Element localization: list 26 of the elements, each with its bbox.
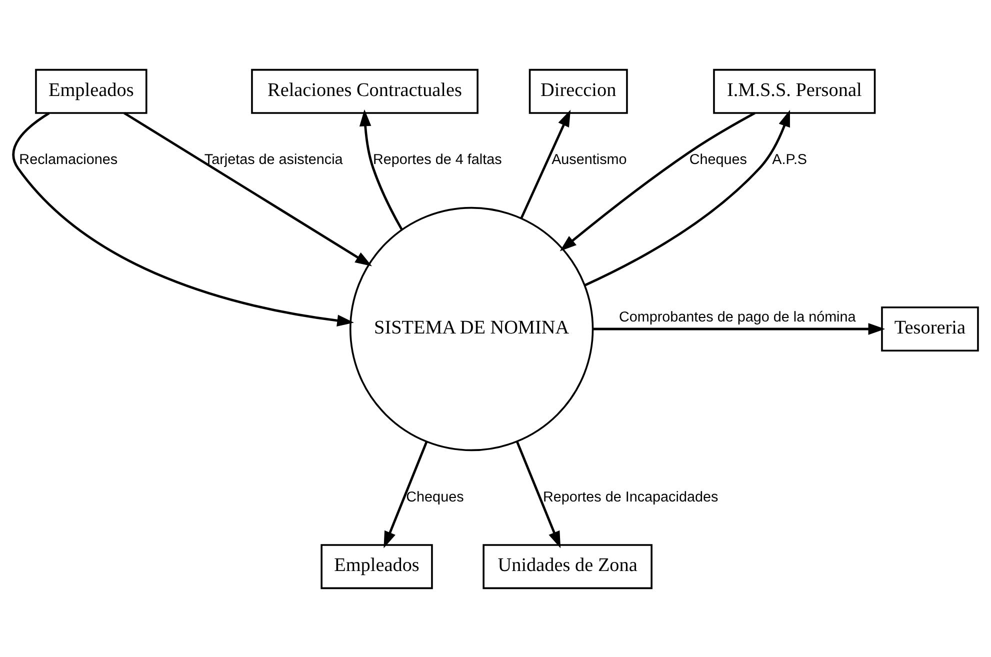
arrow xyxy=(584,109,790,286)
arrow xyxy=(560,112,756,251)
node-box: Direccion xyxy=(528,68,628,114)
arrow xyxy=(384,440,428,548)
edge-label: Reportes de Incapacidades xyxy=(542,488,718,505)
arrow xyxy=(12,112,354,326)
node-box: Unidades de Zona xyxy=(482,544,652,589)
edge-label: Cheques xyxy=(406,488,464,505)
arrow xyxy=(516,440,561,548)
edge-label: Cheques xyxy=(689,152,747,168)
node-box: Empleados xyxy=(35,68,148,114)
edge-label: Comprobantes de pago de la nómina xyxy=(618,308,856,325)
edge-label: Reclamaciones xyxy=(19,152,118,168)
node-box: Tesoreria xyxy=(881,306,979,351)
edge-label: Tarjetas de asistencia xyxy=(204,152,343,168)
node-box: I.M.S.S. Personal xyxy=(713,68,876,114)
edge-label: Reportes de 4 faltas xyxy=(372,152,502,168)
edge-label: Ausentismo xyxy=(552,152,627,168)
edge-label: A.P.S xyxy=(772,152,808,168)
node-circle: SISTEMA DE NOMINA xyxy=(349,206,594,451)
arrow xyxy=(124,112,372,266)
arrow xyxy=(359,108,403,230)
node-box: Relaciones Contractuales xyxy=(251,68,478,114)
arrow xyxy=(520,109,571,218)
node-box: Empleados xyxy=(320,544,433,589)
arrow xyxy=(592,322,886,334)
